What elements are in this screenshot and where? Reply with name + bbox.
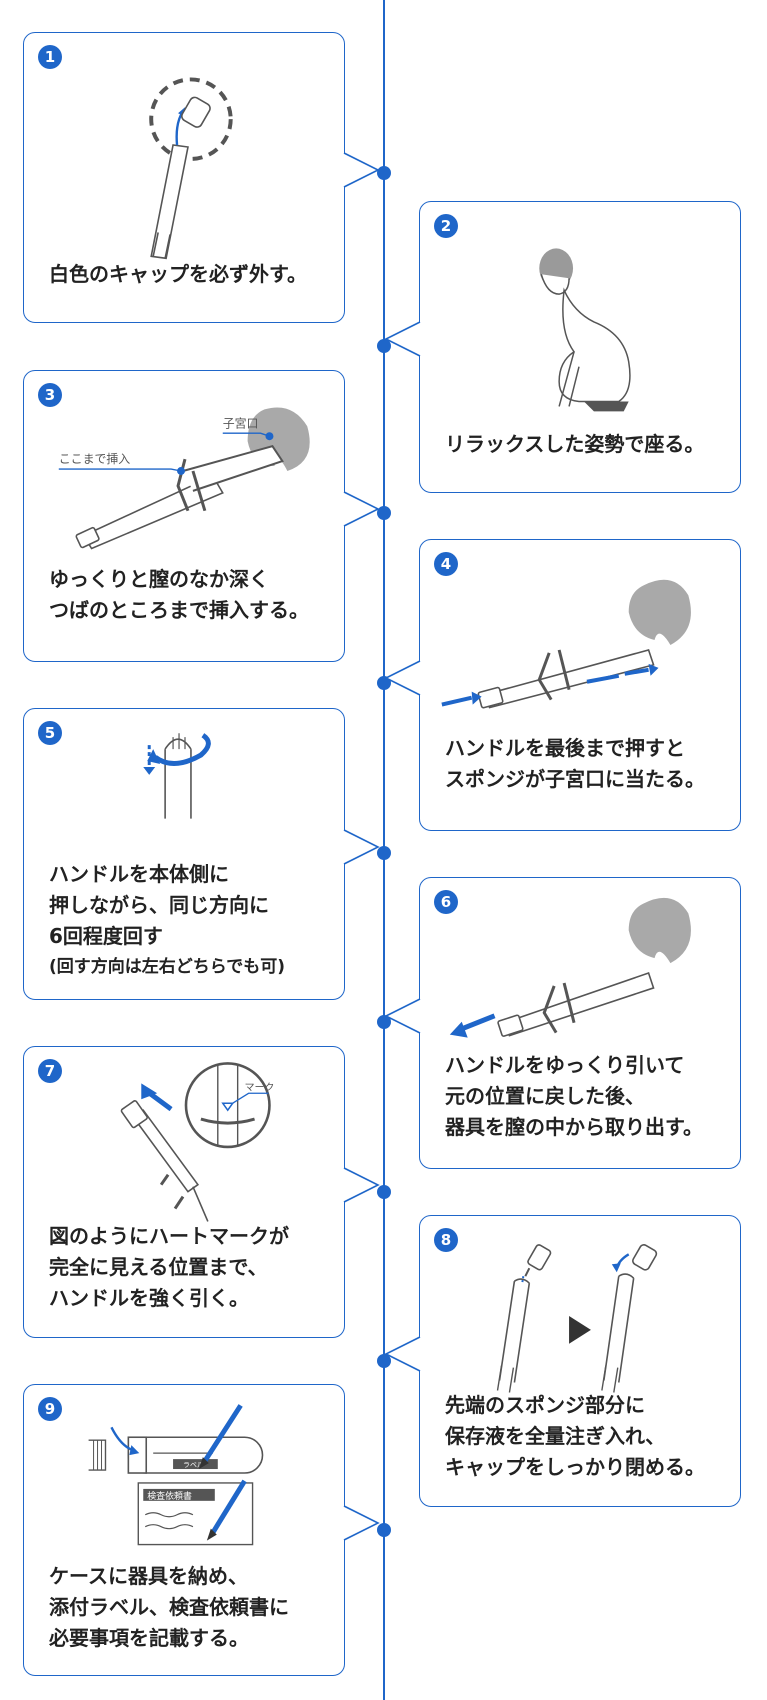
step-text-line: 白色のキャップを必ず外す。 <box>49 262 307 286</box>
card-pointer <box>384 998 421 1034</box>
step-text-line: 元の位置に戻した後、 <box>445 1084 645 1108</box>
card-pointer <box>343 829 380 865</box>
preservative-illustration <box>496 1244 658 1393</box>
insertion-illustration: 子宮口 ここまで挿入 <box>59 407 310 550</box>
step-card-5: 5 ハンドルを本体側に 押しながら、同じ方向に 6回程度回す (回す方向は左右ど… <box>23 708 380 1000</box>
step-number-badge: 6 <box>434 890 458 914</box>
timeline-dot <box>377 1354 391 1368</box>
step-number-badge: 1 <box>38 45 62 69</box>
card-pointer <box>343 1167 380 1203</box>
step-card-9: 9 ラベル 検査依頼書 ケースに器具を納め、 添付ラベル、検査依頼書に 必要事項… <box>23 1384 380 1676</box>
rotate-handle-illustration <box>143 733 211 819</box>
step-card-4: 4 ハンドルを最後まで押すと スポンジが子宮口に当たる。 <box>384 539 741 831</box>
step-note: (回す方向は左右どちらでも可) <box>49 957 286 977</box>
step-text-line: 器具を膣の中から取り出す。 <box>445 1115 703 1139</box>
label-form-illustration: ラベル 検査依頼書 <box>88 1404 264 1546</box>
cap-removal-illustration <box>149 77 233 260</box>
step-number-badge: 5 <box>38 721 62 745</box>
step-text-line: ハンドルを強く引く。 <box>49 1286 249 1310</box>
step-number-badge: 2 <box>434 214 458 238</box>
timeline-dot <box>377 1523 391 1537</box>
step-card-3: 3 子宮口 ここまで挿入 ゆっくりと膣のなか深く つばのところまで挿入する。 <box>23 370 380 662</box>
pull-handle-illustration <box>449 897 691 1038</box>
timeline-dot <box>377 846 391 860</box>
step-text-line: つばのところまで挿入する。 <box>49 598 309 622</box>
step-card-6: 6 ハンドルをゆっくり引いて 元の位置に戻した後、 器具を膣の中から取り出す。 <box>384 877 741 1169</box>
card-pointer <box>343 491 380 527</box>
step-card-8: 8 先端のスポンジ部分に 保存液を全量注ぎ入れ、 キャップをしっかり閉める。 <box>384 1215 741 1507</box>
timeline-dot <box>377 166 391 180</box>
timeline-dot <box>377 1015 391 1029</box>
step-text-line: ハンドルを本体側に <box>49 862 229 886</box>
card-pointer <box>384 1336 421 1372</box>
step-text-line: キャップをしっかり閉める。 <box>445 1455 705 1479</box>
timeline-dot <box>377 339 391 353</box>
step-text-line: 添付ラベル、検査依頼書に <box>49 1595 289 1619</box>
step-text-line: 完全に見える位置まで、 <box>49 1255 268 1279</box>
step-text-line: 押しながら、同じ方向に <box>49 893 269 917</box>
step-text-line: 必要事項を記載する。 <box>49 1626 249 1650</box>
timeline-dot <box>377 506 391 520</box>
step-card-2: 2 リラックスした姿勢で座る。 <box>384 201 741 493</box>
card-pointer <box>343 152 380 188</box>
step-text-line: ゆっくりと膣のなか深く <box>49 567 269 591</box>
step-number-badge: 8 <box>434 1228 458 1252</box>
seated-woman-illustration <box>539 248 631 412</box>
step-text-line: スポンジが子宮口に当たる。 <box>445 767 705 791</box>
step-number-badge: 3 <box>38 383 62 407</box>
card-pointer <box>343 1505 380 1541</box>
step-card-7: 7 マーク 図のようにハートマークが 完全に見える位置まで、 ハンドルを強く引く… <box>23 1046 380 1338</box>
step-number-badge: 9 <box>38 1397 62 1421</box>
mark-label: マーク <box>245 1081 275 1093</box>
label-text: ラベル <box>183 1461 204 1469</box>
card-pointer <box>384 321 421 357</box>
card-pointer <box>384 660 421 696</box>
step-text-line: リラックスした姿勢で座る。 <box>445 432 705 456</box>
step-card-1: 1 白色のキャップを必ず外す。 <box>23 32 380 323</box>
step-text-line: ハンドルをゆっくり引いて <box>445 1053 685 1077</box>
push-handle-illustration <box>441 579 691 709</box>
step-text-line: ハンドルを最後まで押すと <box>445 736 685 760</box>
step-text-line: 先端のスポンジ部分に <box>445 1393 645 1417</box>
heart-mark-illustration: マーク <box>120 1062 275 1222</box>
step-number-badge: 4 <box>434 552 458 576</box>
uterus-label: 子宮口 <box>223 416 259 430</box>
form-text: 検査依頼書 <box>147 1490 192 1502</box>
insert-depth-label: ここまで挿入 <box>59 452 131 466</box>
step-text-line: 6回程度回す <box>49 924 163 948</box>
step-number-badge: 7 <box>38 1059 62 1083</box>
step-text-line: 保存液を全量注ぎ入れ、 <box>445 1424 666 1448</box>
step-text-line: 図のようにハートマークが <box>49 1224 289 1248</box>
step-text-line: ケースに器具を納め、 <box>49 1564 248 1588</box>
timeline-dot <box>377 1185 391 1199</box>
